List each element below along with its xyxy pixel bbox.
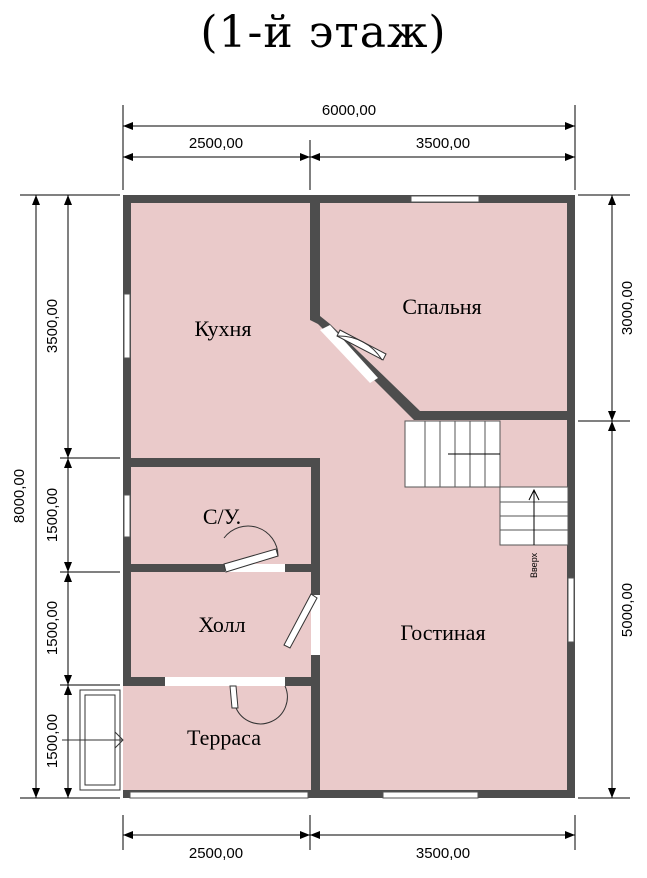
right-dimensions: 3000,00 5000,00: [578, 194, 636, 799]
room-label-wc: С/У.: [203, 504, 241, 529]
doors: [165, 325, 387, 725]
windows: [123, 195, 575, 799]
room-label-terrace: Терраса: [187, 725, 261, 750]
dim-top-total: 6000,00: [322, 102, 376, 119]
living-floor: [131, 203, 567, 790]
page-title: (1-й этаж): [200, 7, 447, 58]
dim-left-1: 3500,00: [44, 299, 61, 353]
dim-left-3: 1500,00: [44, 601, 61, 655]
dim-top-left: 2500,00: [189, 135, 243, 152]
bottom-dimensions: 2500,00 3500,00: [122, 815, 576, 862]
top-dimensions: 6000,00 2500,00 3500,00: [122, 102, 576, 190]
dim-left-2: 1500,00: [44, 488, 61, 542]
entrance-steps: [62, 689, 124, 791]
staircase: Вверх: [404, 420, 569, 578]
terrace-floor: [123, 686, 311, 790]
dim-left-4: 1500,00: [44, 714, 61, 768]
stair-label: Вверх: [529, 552, 539, 578]
dim-right-1: 3000,00: [619, 281, 636, 335]
dim-top-right: 3500,00: [416, 135, 470, 152]
dim-bottom-right: 3500,00: [416, 845, 470, 862]
left-dimensions: 8000,00 3500,00 1500,00 1500,00 1500,00: [11, 194, 120, 799]
room-label-bedroom: Спальня: [402, 294, 481, 319]
dim-left-total: 8000,00: [11, 469, 28, 523]
dim-bottom-left: 2500,00: [189, 845, 243, 862]
room-label-living: Гостиная: [400, 620, 485, 645]
dim-right-2: 5000,00: [619, 583, 636, 637]
wc-floor: [131, 467, 311, 564]
hall-floor: [131, 572, 311, 677]
room-label-hall: Холл: [198, 612, 245, 637]
room-label-kitchen: Кухня: [195, 316, 252, 341]
